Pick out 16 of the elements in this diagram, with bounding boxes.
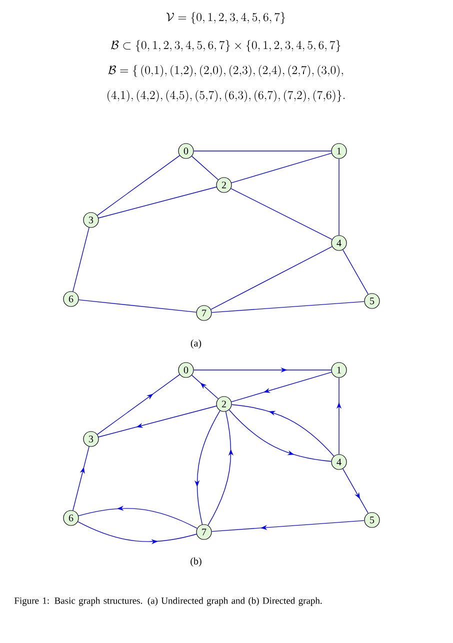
arrow [231, 372, 332, 402]
arrow [231, 404, 334, 456]
subfigure-label: (a) [190, 339, 202, 349]
set-formula: $(4{,}1),(4{,}2),(4{,}5),(5{,}7),(6{,}3),(6{,}7),(7{,}2),(7{,}6)\}.$ [108, 90, 345, 102]
set-formula: $\mathcal{B} = \{\,(0{,}1),(1{,}2),(2{,}0),(2{,}3),(2{,}4),(2{,}7),(3{,}0),$ [108, 65, 344, 77]
figure-caption: Figure 1: Basic graph structures. (a) Undirected graph and (b) Directed graph. [14, 597, 322, 606]
arrow [72, 446, 90, 511]
set-formula: $\mathcal{V} = \{0, 1, 2, 3, 4, 5, 6, 7\}$ [166, 12, 286, 24]
arrow [228, 410, 332, 462]
set-formula: $\mathcal{B} \subset \{0, 1, 2, 3, 4, 5, 6, 7\} \times \{0, 1, 2, 3, 4, 5, 6, 7\}$ [111, 40, 340, 52]
arrow [98, 406, 217, 438]
subfigure-label: (b) [190, 557, 202, 567]
arrow [191, 374, 219, 400]
arrow [96, 374, 180, 435]
arrow [211, 520, 365, 532]
arrow [342, 468, 368, 514]
